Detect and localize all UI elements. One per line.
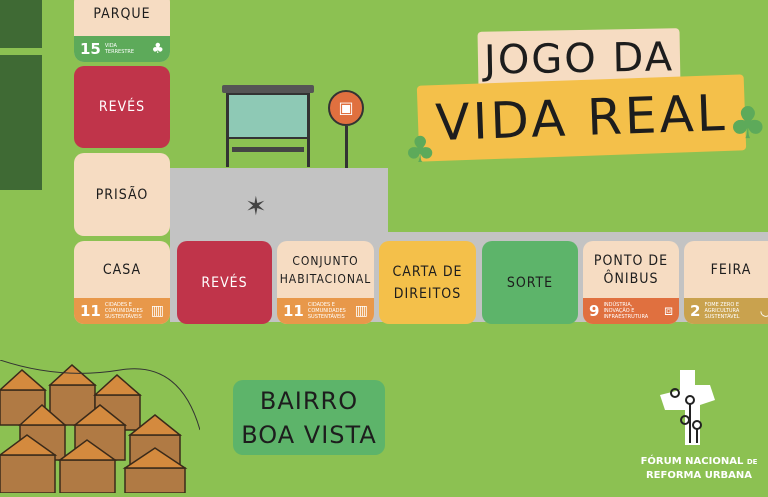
tree-icon: ♣ [404,130,437,171]
city-icon: ▥ [150,303,164,319]
left-strip-top [0,0,42,48]
tile-prisao[interactable]: PRISÃO [74,153,170,236]
cubes-icon: ⧈ [664,303,673,319]
tile-reves[interactable]: REVÉS [177,241,272,324]
forum-logo-icon [655,365,730,445]
tile-label: PARQUE [93,6,151,22]
logo-text: FÓRUM NACIONAL DE REFORMA URBANA [640,456,758,481]
left-strip-bottom [0,55,42,190]
houses-illustration [0,359,201,494]
bus-shelter [222,85,314,167]
bowl-icon: ◡ [759,303,768,319]
bus-stop-sign-icon: ▣ [328,90,364,126]
road-upper [170,168,388,238]
tile-reves[interactable]: REVÉS [74,66,170,148]
title-line2: VIDA REAL [416,74,747,162]
tree-icon: ♣ [151,41,164,57]
tree-icon: ♣ [728,98,768,149]
crack: ✶ [245,192,267,222]
sign-pole [345,126,348,168]
tile-sorte[interactable]: SORTE [482,241,578,324]
tile-carta-de-direitos[interactable]: CARTA DE DIREITOS [379,241,476,324]
city-icon: ▥ [354,303,368,319]
